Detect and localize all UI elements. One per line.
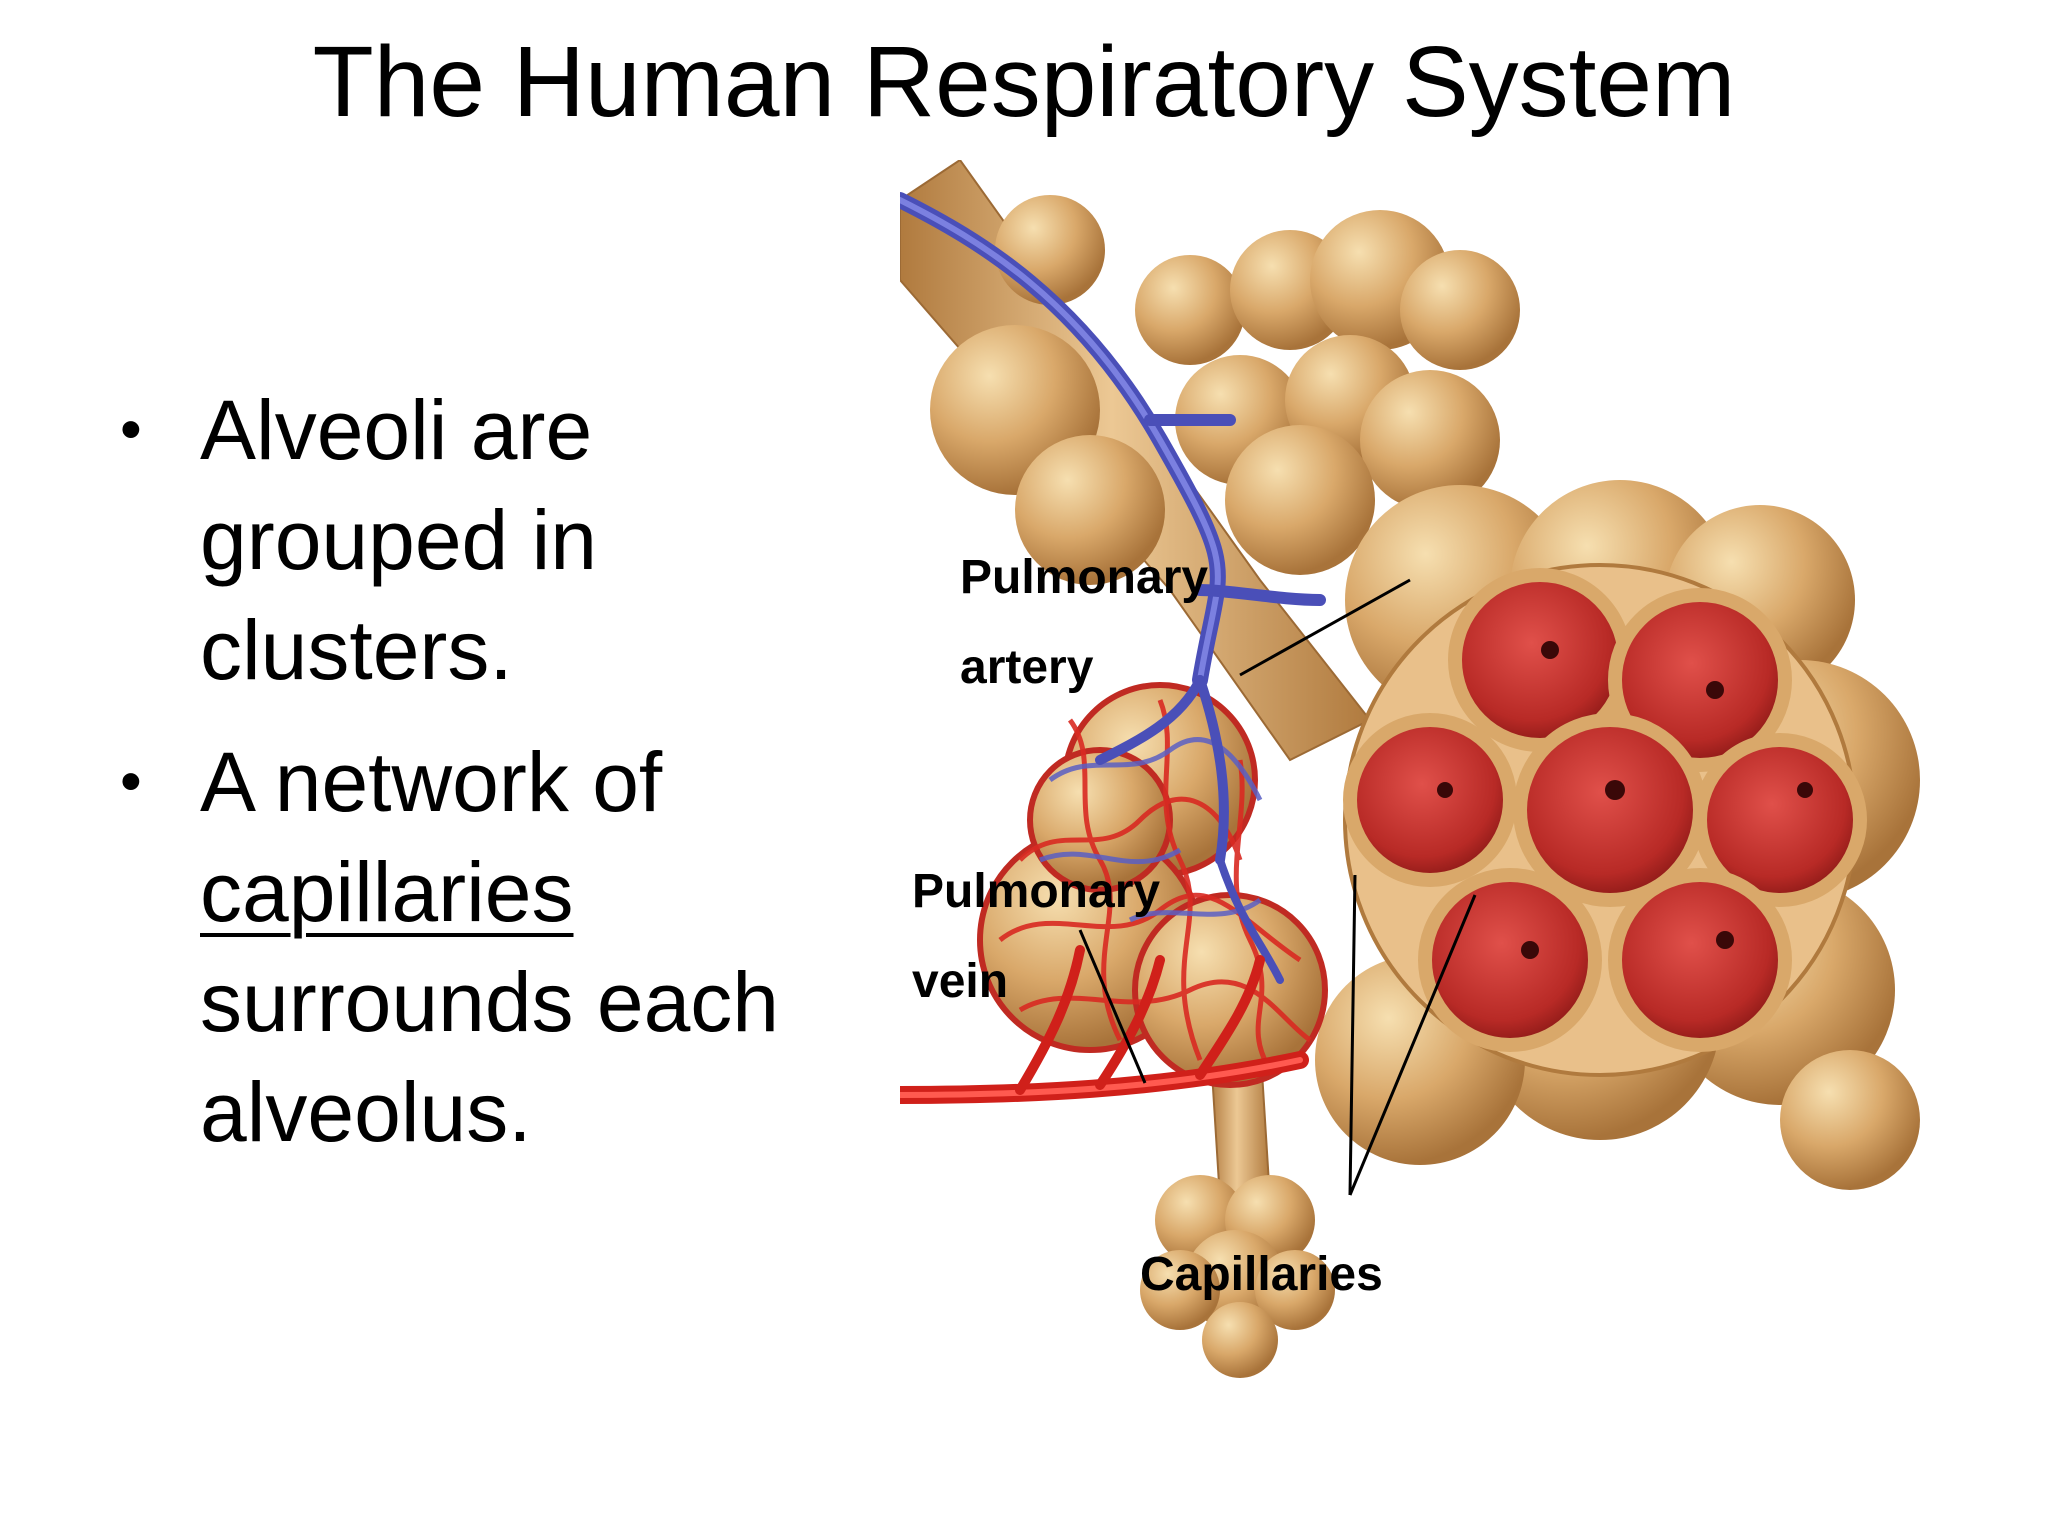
alveoli-drawing: [900, 160, 1920, 1378]
pulmonary-vein-label-line2: vein: [912, 955, 1009, 1008]
alveolar-sac-cross-section: [1343, 563, 1867, 1077]
pulmonary-vein-vessel: [900, 945, 1309, 1104]
slide-title: The Human Respiratory System: [312, 26, 1736, 138]
bullet-text-line: A network of: [200, 735, 663, 829]
bullet-text-line: clusters.: [200, 603, 513, 697]
bullet-dot-icon: •: [120, 395, 142, 464]
capillaries-leader-line-right: [1348, 894, 1477, 1196]
pulmonary-artery-vessel: [900, 192, 1326, 984]
bullet-text-line: grouped in: [200, 493, 597, 587]
pulmonary-artery-label-line1: Pulmonary: [960, 551, 1209, 604]
label-leader-lines: [1078, 578, 1477, 1196]
capillary-network-alveoli: [977, 682, 1328, 1088]
bullet-text-line: surrounds each: [200, 955, 780, 1049]
underlined-term-capillaries: capillaries: [200, 845, 574, 939]
bullet-dot-icon: •: [120, 747, 142, 816]
pulmonary-vein-label-line1: Pulmonary: [912, 865, 1161, 918]
bullet-list: • Alveoli are grouped in clusters. • A n…: [120, 375, 880, 1189]
pulmonary-vein-leader-line: [1078, 929, 1147, 1084]
capillaries-leader-line-left: [1348, 874, 1357, 1196]
pulmonary-artery-label-line2: artery: [960, 641, 1094, 694]
alveoli-illustration: Pulmonary artery Pulmonary vein Capillar…: [900, 160, 1940, 1380]
pulmonary-artery-leader-line: [1239, 578, 1411, 677]
bullet-text-line: alveolus.: [200, 1065, 532, 1159]
bullet-item-capillaries: • A network of capillaries surrounds eac…: [120, 727, 880, 1167]
bullet-text-line: Alveoli are: [200, 383, 593, 477]
capillary-mesh-blue: [1039, 737, 1263, 923]
bullet-item-alveoli: • Alveoli are grouped in clusters.: [120, 375, 880, 705]
capillaries-label: Capillaries: [1140, 1248, 1383, 1301]
